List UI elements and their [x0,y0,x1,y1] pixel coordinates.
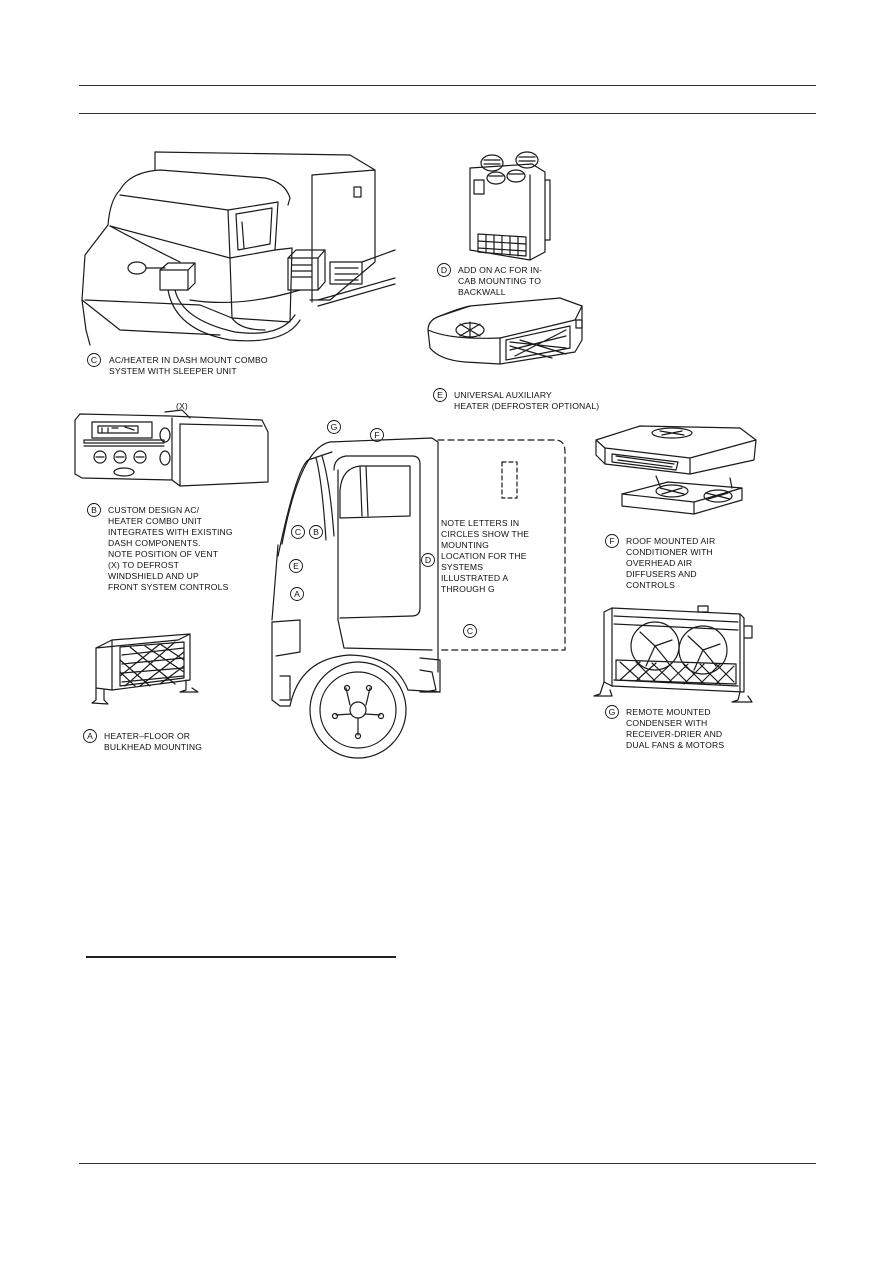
caption-e-line-1: UNIVERSAL AUXILIARY [454,390,552,400]
caption-f-line-4: DIFFUSERS AND [626,569,697,579]
cab-marker-g-circle [327,420,341,434]
truck-sleeper-illustration [81,151,396,346]
cab-marker-f-circle [370,428,384,442]
caption-c-line-2: SYSTEM WITH SLEEPER UNIT [109,366,237,376]
auxiliary-heater-illustration [427,297,583,365]
caption-d-text: ADD ON AC FOR IN- CAB MOUNTING TO BACKWA… [458,265,545,297]
cab-marker-b-circle [309,525,323,539]
note-line-6: ILLUSTRATED A [441,573,508,583]
caption-b-circle [87,503,101,517]
caption-f-line-3: OVERHEAD AIR [626,558,692,568]
cab-marker-c-rear: C [467,626,473,636]
note-line-7: THROUGH G [441,584,495,594]
cab-outline-illustration [271,437,441,759]
caption-g-line-4: DUAL FANS & MOTORS [626,740,724,750]
cab-marker-d-circle [421,553,435,567]
caption-b-line-4: DASH COMPONENTS. [108,538,201,548]
cab-marker-b: B [313,527,319,537]
note-line-1: NOTE LETTERS IN [441,518,519,528]
caption-b-line-3: INTEGRATES WITH EXISTING [108,527,233,537]
cab-marker-d: D [425,555,431,565]
caption-d-letter: D [441,265,447,275]
cab-marker-c-rear-circle [463,624,477,638]
cab-marker-g: G [331,422,338,432]
cab-marker-a: A [294,589,300,599]
cab-marker-f: F [374,430,379,440]
remote-condenser-illustration [593,605,753,703]
section-underline [86,956,396,958]
caption-b-line-2: HEATER COMBO UNIT [108,516,203,526]
caption-b-line-8: FRONT SYSTEM CONTROLS [108,582,229,592]
note-line-4: LOCATION FOR THE [441,551,527,561]
add-on-ac-illustration [469,151,551,261]
caption-f-circle [605,534,619,548]
caption-e-letter: E [437,390,443,400]
note-line-3: MOUNTING [441,540,489,550]
backwall-unit-dashed [501,461,518,499]
caption-a-line-1: HEATER–FLOOR OR [104,731,190,741]
caption-b-line-6: (X) TO DEFROST [108,560,180,570]
note-text: NOTE LETTERS IN CIRCLES SHOW THE MOUNTIN… [441,518,532,594]
caption-d-line-1: ADD ON AC FOR IN- [458,265,542,275]
header-rule-top [79,85,816,86]
caption-g-circle [605,705,619,719]
cab-marker-e-circle [289,559,303,573]
caption-f-line-5: CONTROLS [626,580,675,590]
caption-e-circle [433,388,447,402]
caption-b-text: CUSTOM DESIGN AC/ HEATER COMBO UNIT INTE… [108,505,235,592]
note-line-2: CIRCLES SHOW THE [441,529,529,539]
header-rule-bottom [79,113,816,114]
caption-f-text: ROOF MOUNTED AIR CONDITIONER WITH OVERHE… [626,536,718,590]
caption-g-letter: G [609,707,616,717]
caption-f-line-1: ROOF MOUNTED AIR [626,536,715,546]
caption-a-letter: A [87,731,93,741]
caption-g-line-2: CONDENSER WITH [626,718,707,728]
cab-marker-a-circle [290,587,304,601]
vent-label: (X) [176,401,188,411]
caption-g-text: REMOTE MOUNTED CONDENSER WITH RECEIVER-D… [626,707,725,750]
caption-a-line-2: BULKHEAD MOUNTING [104,742,202,752]
caption-d-line-2: CAB MOUNTING TO [458,276,541,286]
caption-f-line-2: CONDITIONER WITH [626,547,713,557]
cab-marker-c-front: C [295,527,301,537]
caption-d-circle [437,263,451,277]
caption-b-line-1: CUSTOM DESIGN AC/ [108,505,200,515]
caption-c-line-1: AC/HEATER IN DASH MOUNT COMBO [109,355,268,365]
caption-g-line-1: REMOTE MOUNTED [626,707,711,717]
note-line-5: SYSTEMS [441,562,483,572]
cab-marker-c-front-circle [291,525,305,539]
caption-c-text: AC/HEATER IN DASH MOUNT COMBO SYSTEM WIT… [109,355,270,376]
caption-b-letter: B [91,505,97,515]
caption-a-text: HEATER–FLOOR OR BULKHEAD MOUNTING [104,731,202,752]
caption-a-circle [83,729,97,743]
cab-marker-e: E [293,561,299,571]
caption-b-line-7: WINDSHIELD AND UP [108,571,199,581]
caption-d-line-3: BACKWALL [458,287,506,297]
sleeper-dashed-outline [437,439,566,651]
caption-b-line-5: NOTE POSITION OF VENT [108,549,219,559]
dash-combo-illustration [74,409,269,487]
caption-c-letter: C [91,355,97,365]
footer-rule [79,1163,816,1164]
floor-heater-illustration [91,633,199,705]
caption-e-text: UNIVERSAL AUXILIARY HEATER (DEFROSTER OP… [454,390,599,411]
caption-f-letter: F [609,536,614,546]
roof-ac-illustration [595,425,757,515]
caption-c-circle [87,353,101,367]
caption-e-line-2: HEATER (DEFROSTER OPTIONAL) [454,401,599,411]
caption-g-line-3: RECEIVER-DRIER AND [626,729,722,739]
